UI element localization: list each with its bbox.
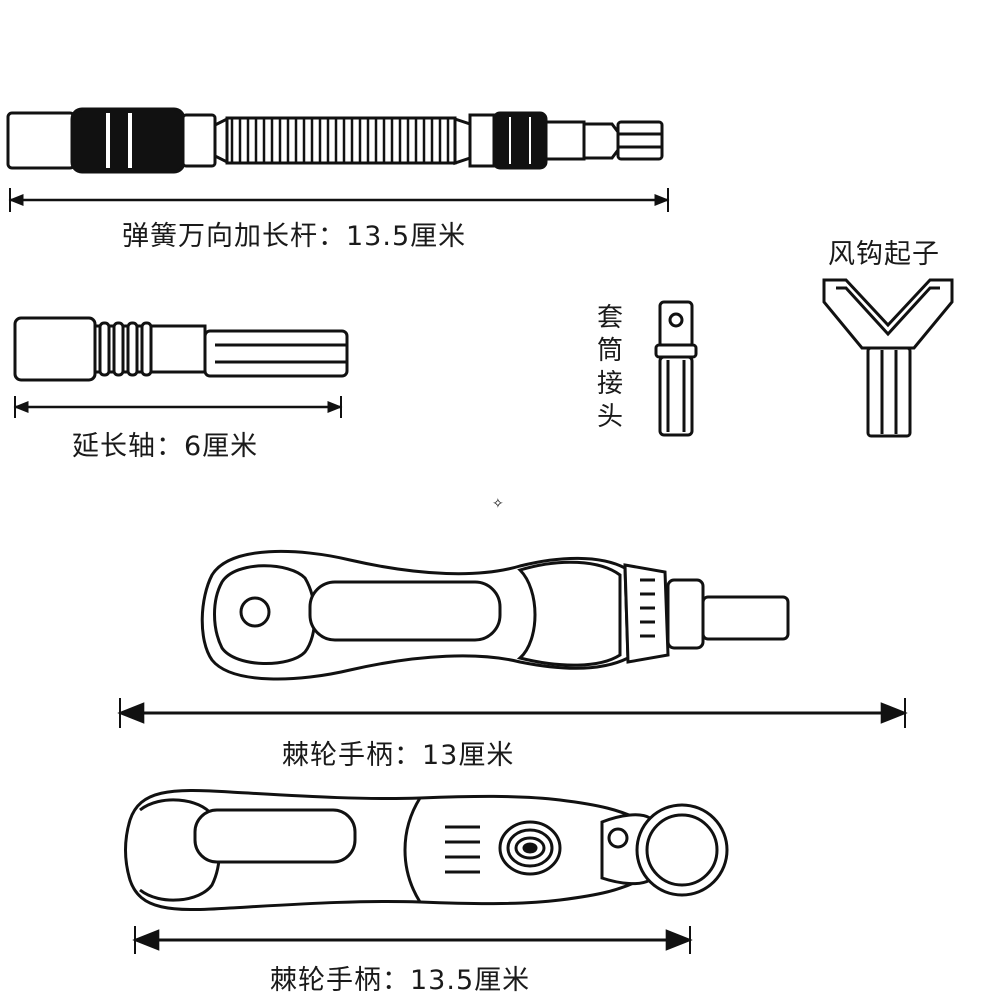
extension-shaft-drawing (13, 316, 349, 382)
wing-driver-drawing (822, 278, 954, 438)
ratchet-handle-2-label: 棘轮手柄：13.5厘米 (270, 965, 531, 996)
flex-extension-drawing (6, 107, 664, 174)
wing-driver-label: 风钩起子 (828, 239, 940, 270)
ratchet-handle-2-drawing (124, 788, 729, 912)
extension-shaft-label: 延长轴：6厘米 (72, 431, 259, 462)
spring-coils (225, 116, 457, 165)
ratchet-handle-1-drawing (200, 549, 790, 681)
ratchet-handle-1-label: 棘轮手柄：13厘米 (282, 740, 515, 771)
center-mark: ✧ (492, 496, 504, 512)
socket-adapter-label: 套筒接头 (596, 303, 623, 432)
socket-adapter-drawing (654, 300, 698, 437)
flex-extension-label: 弹簧万向加长杆：13.5厘米 (122, 221, 467, 252)
